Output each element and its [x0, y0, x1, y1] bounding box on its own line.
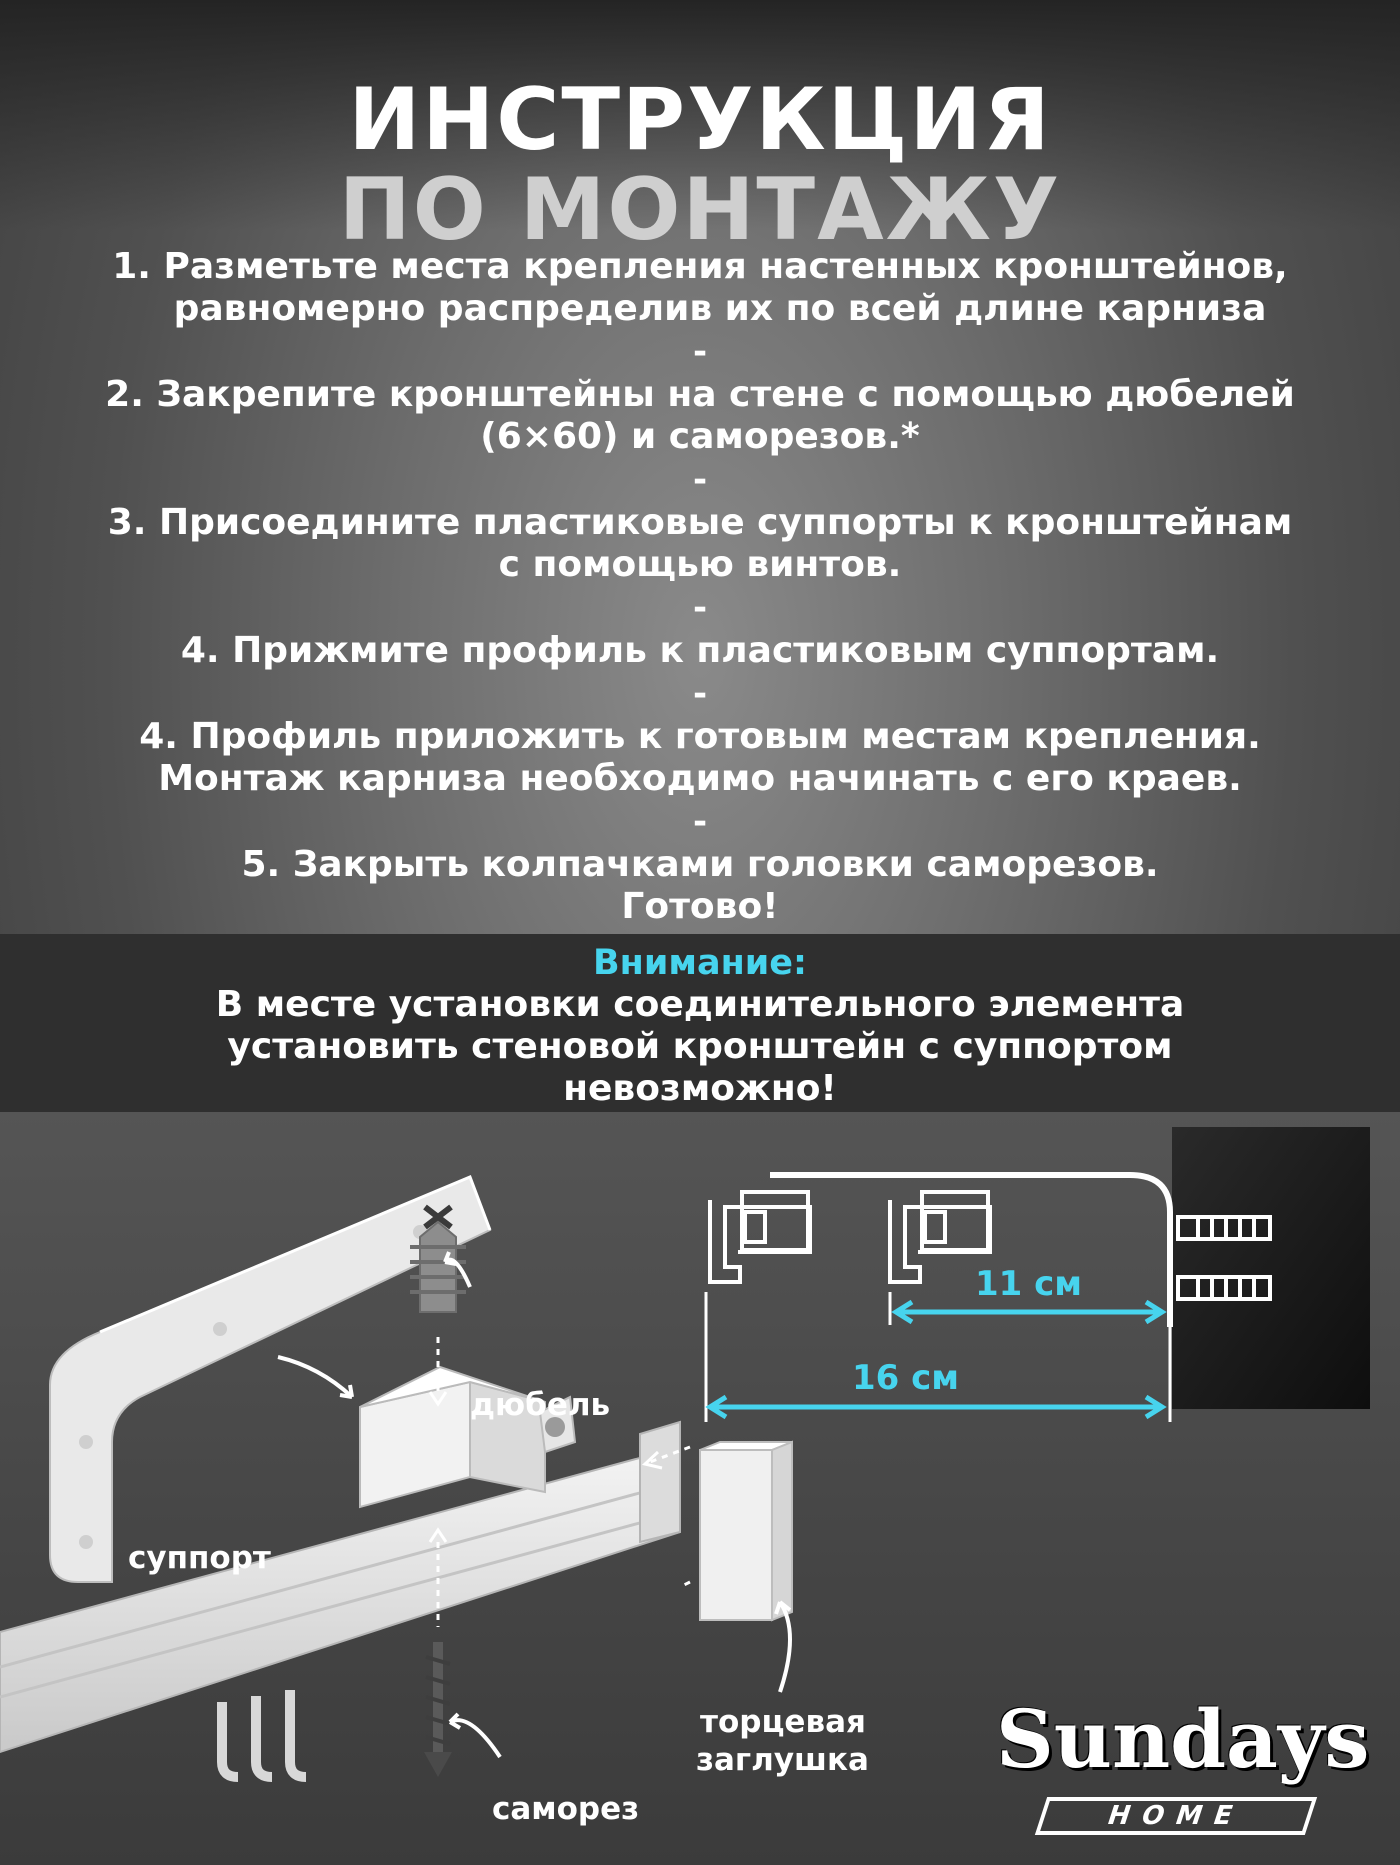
step-1-line-2: равномерно распределив их по всей длине … [173, 288, 1267, 329]
step-5: 5. Закрыть колпачками головки саморезов.… [40, 844, 1360, 928]
step-2-line-1: 2. Закрепите кронштейны на стене с помощ… [105, 374, 1295, 415]
step-4: 4. Прижмите профиль к пластиковым суппор… [40, 630, 1360, 672]
step-3-line-2: с помощью винтов. [498, 544, 902, 585]
sundays-home-logo: Sundays HOME [996, 1692, 1370, 1852]
section-profile-outer [708, 1190, 812, 1284]
support-label: суппорт [128, 1540, 271, 1576]
runner-hooks [217, 1690, 307, 1782]
anchor-lower [1176, 1275, 1272, 1301]
dimension-long [705, 1394, 1167, 1420]
end-cap [699, 1440, 793, 1622]
section-bracket [770, 1172, 1173, 1327]
step-4b-line-2: Монтаж карниза необходимо начинать с его… [158, 758, 1242, 799]
screw [424, 1527, 452, 1777]
step-2-line-2: (6×60) и саморезов.* [480, 416, 920, 457]
step-separator: - [692, 674, 708, 714]
dimension-short-label: 11 см [975, 1264, 1082, 1304]
step-5-line-1: 5. Закрыть колпачками головки саморезов. [241, 844, 1159, 885]
section-profile-inner [888, 1190, 992, 1284]
dowel [410, 1204, 466, 1407]
diagram-area: дюбель суппорт торцевая заглушка саморез [0, 1112, 1400, 1865]
step-separator: - [692, 588, 708, 628]
logo-brand: Sundays [996, 1692, 1370, 1786]
page-title-line-1: ИНСТРУКЦИЯ [348, 70, 1052, 170]
step-3: 3. Присоедините пластиковые суппорты к к… [40, 502, 1360, 586]
step-2: 2. Закрепите кронштейны на стене с помощ… [40, 374, 1360, 458]
wall-section [1172, 1127, 1370, 1409]
anchor-upper [1176, 1215, 1272, 1241]
pointer-arrows [277, 1251, 792, 1759]
warning-line-1: В месте установки соединительного элемен… [215, 984, 1185, 1025]
step-separator: - [692, 460, 708, 500]
step-4b: 4. Профиль приложить к готовым местам кр… [40, 716, 1360, 800]
dimension-long-label: 16 см [852, 1358, 959, 1398]
warning-title: Внимание: [592, 943, 808, 983]
logo-sub: HOME [1034, 1797, 1318, 1835]
warning-band: Внимание: В месте установки соединительн… [0, 934, 1400, 1112]
instruction-steps: 1. Разметьте места крепления настенных к… [40, 246, 1360, 928]
wall-bracket [49, 1175, 492, 1583]
page-title-line-2: ПО МОНТАЖУ [338, 160, 1062, 260]
step-4-line-1: 4. Прижмите профиль к пластиковым суппор… [180, 630, 1220, 671]
installation-diagram: дюбель суппорт торцевая заглушка саморез [0, 1127, 1370, 1827]
header-shade [0, 0, 1400, 230]
step-5-line-2: Готово! [621, 886, 779, 927]
dimension-short [891, 1299, 1167, 1325]
screw-label: саморез [492, 1791, 639, 1827]
step-1-line-1: 1. Разметьте места крепления настенных к… [112, 246, 1288, 287]
end-cap-label-1: торцевая [700, 1704, 866, 1740]
step-separator: - [692, 332, 708, 372]
step-3-line-1: 3. Присоедините пластиковые суппорты к к… [107, 502, 1293, 543]
warning-line-2: установить стеновой кронштейн с суппорто… [227, 1026, 1173, 1067]
warning-line-3: невозможно! [563, 1068, 837, 1109]
dowel-label: дюбель [470, 1387, 610, 1423]
end-cap-label-2: заглушка [696, 1742, 869, 1778]
rail-profile [0, 1420, 681, 1754]
step-1: 1. Разметьте места крепления настенных к… [40, 246, 1360, 330]
support-block [359, 1365, 577, 1509]
step-4b-line-1: 4. Профиль приложить к готовым местам кр… [139, 716, 1261, 757]
dimension-extension-lines [704, 1292, 1172, 1422]
step-separator: - [692, 802, 708, 842]
assembly-arrows [641, 1445, 691, 1589]
